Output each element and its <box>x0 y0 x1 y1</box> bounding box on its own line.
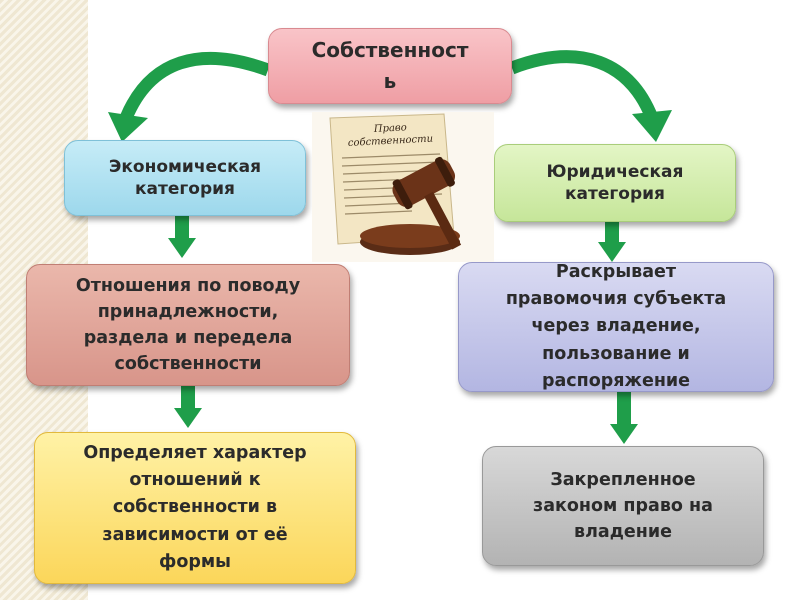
legal-ownership-right-box: Закрепленное законом право на владение <box>482 446 764 566</box>
curved-arrow-right-head <box>632 110 672 142</box>
document-heading-line2: собственности <box>348 134 434 149</box>
owner-powers-box: Раскрывает правомочия субъекта через вла… <box>458 262 774 392</box>
down-arrow-powers <box>610 392 638 444</box>
ownership-relations-box: Отношения по поводу принадлежности, разд… <box>26 264 350 386</box>
gavel-icon <box>392 156 462 250</box>
document-heading-line1: Право <box>373 122 407 135</box>
defines-relations-box: Определяет характер отношений к собствен… <box>34 432 356 584</box>
down-arrow-economic <box>168 216 196 258</box>
down-arrow-legal <box>598 222 626 262</box>
curved-arrow-left <box>119 51 271 121</box>
curved-arrow-left-head <box>108 112 148 142</box>
property-title-box: Собственност ь <box>268 28 512 104</box>
down-arrow-relations <box>174 386 202 428</box>
legal-category-box: Юридическая категория <box>494 144 736 222</box>
gavel-document-image: Право собственности <box>312 112 494 262</box>
economic-category-box: Экономическая категория <box>64 140 306 216</box>
curved-arrow-right <box>509 50 659 121</box>
